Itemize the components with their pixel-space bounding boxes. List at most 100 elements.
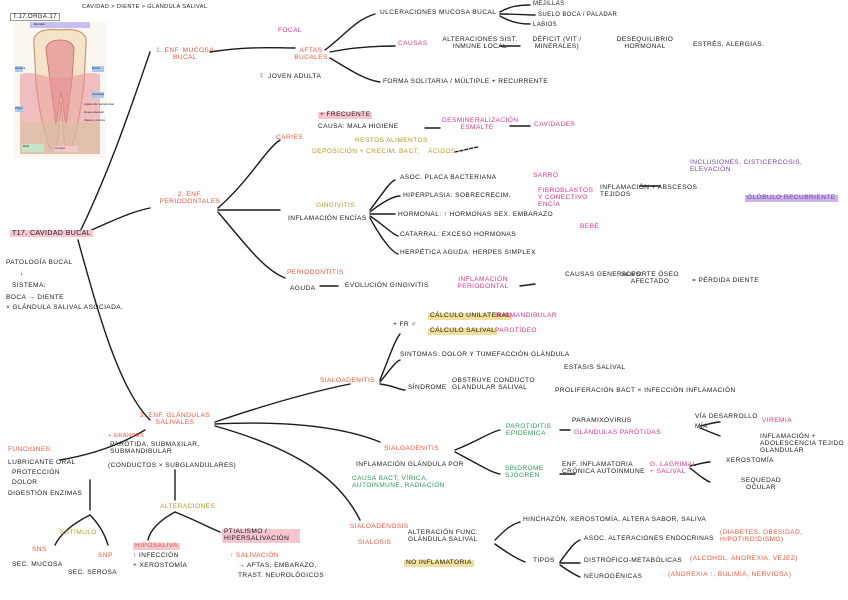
causes-item: DESEQUILIBRIO HORMONAL bbox=[616, 36, 674, 50]
gingivitis-side: INCLUSIONES, CISTICERCOSIS, ELEVACIÓN bbox=[690, 159, 803, 173]
tooth-label: Vasos y nervios bbox=[84, 118, 105, 122]
tooth-label: Corona bbox=[55, 146, 65, 150]
hyper-item: TRAST. NEUROLÓGICOS bbox=[238, 572, 325, 579]
function-item: PROTECCIÓN bbox=[12, 469, 60, 476]
perio-node: PERIODONTITIS bbox=[287, 269, 344, 276]
hyper-node: PTIALISMO / HIPERSALIVACIÓN bbox=[222, 528, 300, 543]
function-item: DIGESTIÓN ENZIMAS bbox=[8, 490, 83, 497]
header-note: CAVIDAD > DIENTE > GLANDULA SALIVAL bbox=[82, 4, 208, 10]
gingivitis-item: ASOC. PLACA BACTERIANA bbox=[400, 174, 497, 181]
sjogren-item: SEQUEDAD OCULAR bbox=[740, 477, 782, 491]
glands-main: PARÓTIDA, SUBMAXILAR, SUBMANDIBULAR bbox=[110, 441, 200, 455]
sial-item: OBSTRUYE CONDUCTO GLANDULAR SALIVAL bbox=[452, 377, 535, 391]
sjogren-node: SÍNDROME SJÖGREN bbox=[505, 465, 544, 479]
glands-tag: + GRANDES bbox=[108, 433, 145, 439]
caries-cavity: CAVIDADES bbox=[534, 121, 576, 128]
type-note: (DIABETES, OBESIDAD, HIPOTIROIDISMO) bbox=[720, 529, 803, 543]
sial-item: SUBMANDIBULAR bbox=[495, 312, 557, 319]
label-box-icon bbox=[92, 66, 104, 72]
tum-tag: SIALOSIS bbox=[358, 539, 392, 546]
caries-depo: DEPOSICIÓN + CRECIM. BACT. bbox=[312, 148, 420, 155]
section-title: 3. ENF. GLÁNDULAS SALIVALES bbox=[139, 412, 211, 426]
section-title: 1. ENF. MUCOSA BUCAL bbox=[156, 47, 214, 61]
caries-dmin: DESMINERALIZACIÓN ESMALTE bbox=[442, 117, 519, 131]
sial2-causes: CAUSA BACT, VÍRICA, AUTOINMUNE, RADIACIÓ… bbox=[352, 475, 445, 489]
sial-item: PROLIFERACIÓN BACT × INFECCIÓN INFLAMACI… bbox=[555, 387, 736, 394]
tooth-label: Cemento bbox=[92, 92, 105, 96]
gingivitis-tag: BEBÉ bbox=[580, 223, 600, 230]
caries-freq: + FRECUENTE bbox=[318, 111, 373, 119]
type-note: (ANOREXIA ↑, BULIMIA, NERVIOSA) bbox=[668, 571, 792, 578]
gingivitis-result: INFLAMACIÓN + ABSCESOS TEJIDOS bbox=[600, 184, 698, 198]
sial2-def: INFLAMACIÓN GLÁNDULA POR bbox=[356, 461, 464, 468]
gingivitis-node: GINGIVITIS bbox=[316, 202, 356, 209]
tum-item: HINCHAZÓN, XEROSTOMÍA, ALTERA SABOR, SAL… bbox=[523, 516, 707, 523]
tooth-label: Encía bbox=[92, 66, 100, 70]
hyper-item: → AFTAS, EMBARAZO, bbox=[238, 562, 317, 569]
perio-inf: INFLAMACIÓN PERIODONTAL bbox=[457, 276, 509, 290]
type-item: ASOC. ALTERACIONES ENDOCRINAS bbox=[584, 535, 714, 542]
tooth-label: Pulpa bbox=[15, 106, 23, 110]
paro-item: PARAMIXOVIRUS bbox=[572, 417, 632, 424]
tooth-label: Esmalte bbox=[34, 22, 45, 26]
perio-evol: EVOLUCIÓN GINGIVITIS bbox=[345, 282, 429, 289]
tum-node: SIALOADENOSIS bbox=[350, 523, 409, 530]
ulcer-item: SUELO BOCA / PALADAR bbox=[538, 12, 618, 18]
solitary-note: FORMA SOLITARIA / MÚLTIPLE + RECURRENTE bbox=[383, 78, 549, 85]
root-arrow: ↓ bbox=[20, 270, 24, 277]
causes-item: DÉFICIT (VIT / MINERALES) bbox=[532, 36, 582, 50]
gingivitis-def: INFLAMACIÓN ENCÍAS bbox=[288, 215, 367, 222]
hyper-item: ↑ SALIVACIÓN bbox=[230, 552, 280, 559]
snp-label: SNP bbox=[98, 552, 113, 559]
hypo-node: HIPOSALIVA bbox=[133, 542, 180, 550]
root-title: T17. CAVIDAD BUCAL bbox=[10, 230, 94, 238]
tooth-label: Raíz bbox=[23, 144, 30, 148]
root-subtitle: PATOLOGÍA BUCAL bbox=[6, 259, 73, 266]
system-title: SISTEMA: bbox=[12, 282, 46, 289]
sjogren-item: ENF. INFLAMATORIA CRÓNICA AUTOINMUNE bbox=[562, 461, 645, 475]
paro-item: MÍA bbox=[695, 423, 708, 430]
sial-item: CÁLCULO SALIVAL bbox=[428, 327, 498, 335]
female-icon: ♀ bbox=[258, 70, 266, 80]
system-line: BOCA → DIENTE bbox=[6, 294, 64, 301]
paro-item: GLÁNDULAS PARÓTIDAS bbox=[574, 429, 661, 436]
paro-node: PAROTIDITIS EPIDÉMICA bbox=[506, 423, 552, 437]
gingivitis-item: HORMONAL: ↑ HORMONAS SEX. EMBARAZO bbox=[398, 211, 554, 218]
sial-item: SÍNDROME bbox=[408, 384, 447, 391]
sjogren-item: XEROSTOMÍA bbox=[726, 457, 774, 464]
label-box-icon bbox=[15, 66, 23, 72]
hypo-item: + XEROSTOMÍA bbox=[133, 562, 188, 569]
hypo-item: ↑ INFECCIÓN bbox=[133, 552, 179, 559]
caries-node: CARIES bbox=[276, 134, 303, 141]
gingivitis-item: CATARRAL: EXCESO HORMONAS bbox=[400, 231, 517, 238]
system-line: × GLÁNDULA SALIVAL ASOCIADA. bbox=[6, 304, 124, 311]
sial-item: ESTASIS SALIVAL bbox=[564, 364, 626, 371]
causes-item: ESTRÉS, ALERGIAS. bbox=[693, 41, 765, 48]
type-note: (ALCOHOL, ANOREXIA, VEJEZ) bbox=[690, 555, 798, 562]
types-title: TIPOS bbox=[533, 557, 555, 564]
node-tag: FOCAL bbox=[278, 27, 302, 34]
ulcer-title: ULCERACIONES MUCOSA BUCAL bbox=[380, 9, 497, 16]
sial-item: CÁLCULO UNILATERAL bbox=[428, 312, 513, 320]
paro-item: INFLAMACIÓN + ADOLESCENCIA TEJIDO GLANDU… bbox=[760, 433, 845, 454]
function-item: DOLOR bbox=[12, 479, 38, 486]
ulcer-item: MEJILLAS bbox=[533, 1, 565, 7]
causes-title: CAUSAS bbox=[398, 40, 428, 47]
tooth-label: Ligamento periodontal bbox=[84, 102, 114, 106]
sial-item: PAROTÍDEO bbox=[495, 327, 537, 334]
stimulus-title: ESTÍMULO bbox=[60, 529, 97, 536]
perio-def: AGUDA bbox=[290, 285, 316, 292]
perio-cause: CAUSAS GENERALES: bbox=[565, 271, 643, 278]
gingivitis-item: HERPÉTICA AGUDA: HERPES SIMPLEX bbox=[400, 249, 536, 256]
gingivitis-item: HIPERPLASIA: SOBRECRECIM. bbox=[403, 192, 511, 199]
label-box-icon bbox=[22, 144, 44, 152]
caries-cause: CAUSA: MALA HIGIENE bbox=[318, 123, 399, 130]
label-box-icon bbox=[92, 92, 104, 98]
sns-label: SNS bbox=[32, 546, 47, 553]
causes-item: ALTERACIONES SIST. INMUNE LOCAL bbox=[442, 36, 518, 50]
glands-note: (CONDUCTOS × SUBGLANDULARES) bbox=[108, 462, 237, 469]
paro-item: VÍA DESARROLLO bbox=[695, 413, 758, 420]
sns-note: SEC. MUCOSA bbox=[12, 561, 63, 568]
snp-note: SEC. SEROSA bbox=[68, 569, 118, 576]
